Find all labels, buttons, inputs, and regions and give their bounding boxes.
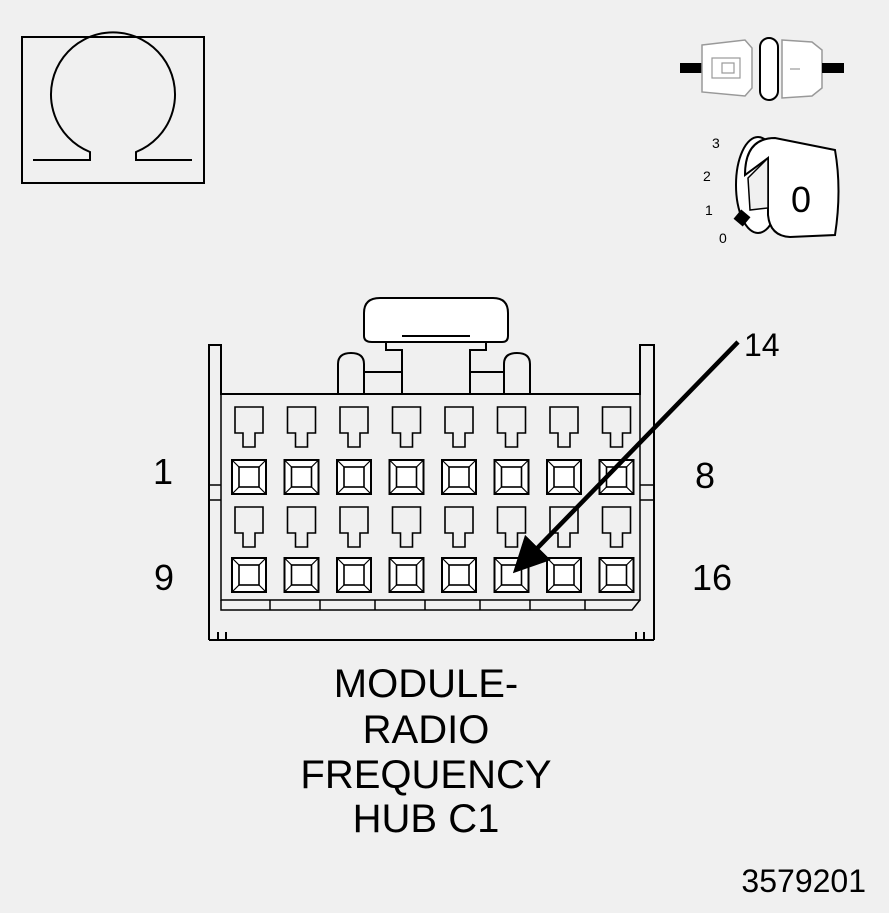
pin-cavities [231,459,635,593]
pin-label-1: 1 [153,451,173,492]
pin-cavity-5 [441,459,477,495]
terminal-cavities [234,406,632,548]
ignition-position-1: 1 [705,202,713,218]
pin-cavity-7 [546,459,582,495]
terminal-1 [234,406,264,448]
pin-cavity-4 [388,459,425,495]
pin-label-9: 9 [154,557,174,598]
disconnected-connector-icon [680,37,844,101]
title-line-3: FREQUENCY [300,753,551,797]
callout-arrow [512,340,740,574]
ignition-position-2: 2 [703,168,711,184]
pin-cavity-1 [231,459,267,495]
pin-cavity-13 [441,557,477,593]
title-line-2: RADIO [363,708,490,752]
terminal-5 [444,406,474,448]
terminal-2 [286,406,317,448]
terminal-10 [286,506,317,548]
pin-cavity-10 [283,557,320,593]
terminal-4 [391,406,422,448]
figure-id: 3579201 [741,863,866,899]
pin-cavity-9 [231,557,267,593]
pin-cavity-12 [388,557,425,593]
ignition-key-icon: 3 2 1 0 0 [703,135,840,246]
terminal-3 [339,406,369,448]
pin-cavity-15 [546,557,582,593]
ignition-position-0: 0 [719,230,727,246]
pin-cavity-3 [336,459,372,495]
pin-cavity-16 [598,557,635,593]
pin-cavity-11 [336,557,372,593]
title-line-1: MODULE- [334,662,518,706]
terminal-8 [601,406,632,448]
ohm-icon [21,31,205,184]
terminal-13 [444,506,474,548]
pin-cavity-6 [493,459,530,495]
ignition-position-3: 3 [712,135,720,151]
pin-label-16: 16 [692,557,732,598]
terminal-11 [339,506,369,548]
terminal-6 [496,406,527,448]
connector-title: MODULE- RADIO FREQUENCY HUB C1 [300,662,551,841]
terminal-12 [391,506,422,548]
terminal-7 [549,406,579,448]
terminal-9 [234,506,264,548]
callout-pin-label: 14 [744,327,780,363]
terminal-14 [496,506,527,548]
pin-cavity-2 [283,459,320,495]
pin-label-8: 8 [695,455,715,496]
ignition-key-label: 0 [791,179,811,220]
title-line-4: HUB C1 [353,797,500,841]
terminal-16 [601,506,632,548]
connector-body [208,297,655,641]
